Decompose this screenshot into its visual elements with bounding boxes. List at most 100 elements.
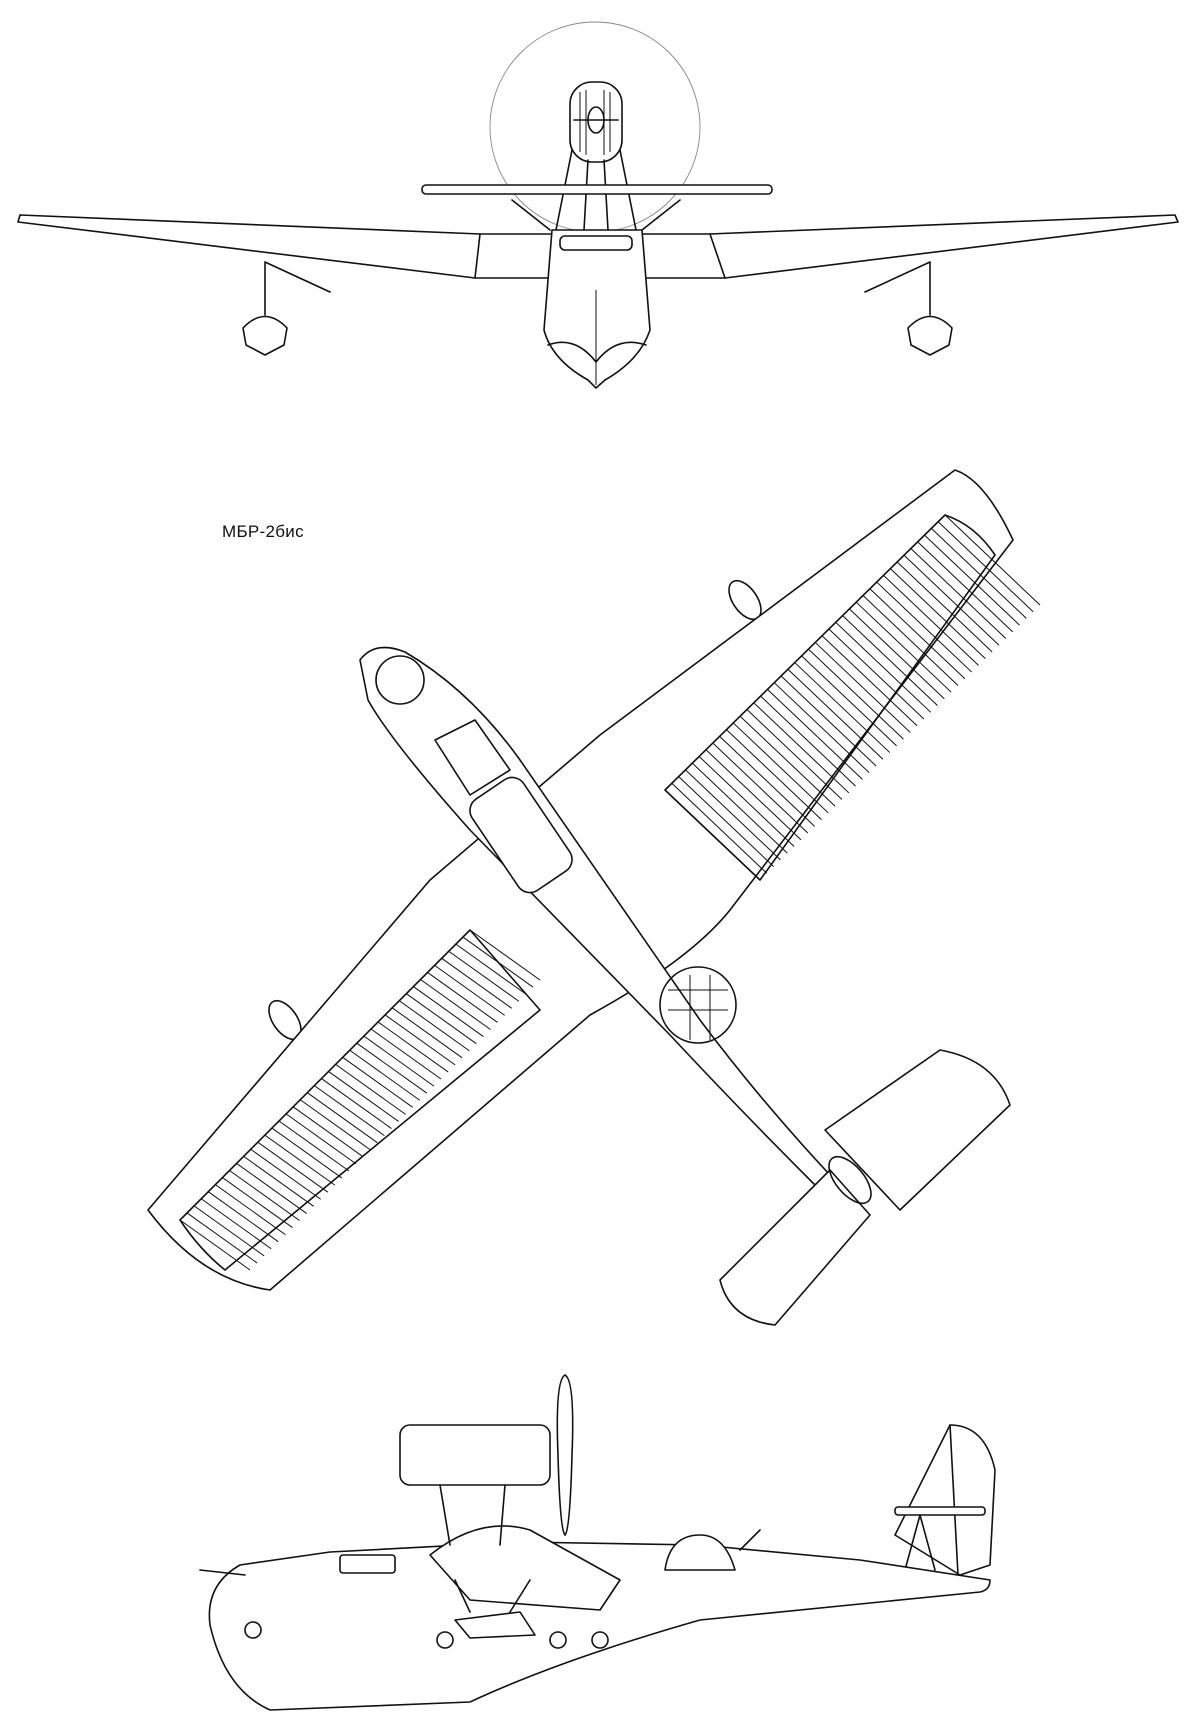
wing-rib-line	[760, 695, 856, 787]
wing-rib-line	[420, 979, 491, 1030]
wing-rib-line	[264, 1134, 336, 1186]
wing-rib-line	[705, 749, 802, 841]
wing-rib-line	[229, 1170, 300, 1221]
wing-rib-line	[434, 964, 505, 1016]
wing-rib-line	[828, 628, 925, 720]
wing-rib-line	[849, 608, 945, 700]
wing-ribs-right	[664, 514, 996, 881]
wing-rib-line	[469, 929, 541, 981]
engine-plan	[469, 776, 573, 894]
wing-rib-line	[448, 950, 520, 1002]
dorsal-turret-plan	[659, 966, 737, 1044]
wing-rib-line	[208, 1191, 279, 1243]
wing-rib-line	[753, 702, 850, 794]
wing-rib-line	[801, 655, 897, 747]
wing-rib-line	[767, 689, 863, 780]
hull	[543, 229, 651, 389]
dorsal-turret-side	[664, 1534, 736, 1571]
wing-rib-line	[215, 1184, 286, 1236]
aircraft-designation-label: МБР-2бис	[222, 522, 304, 541]
wing-rib-line	[462, 936, 534, 988]
front-view	[17, 21, 1179, 389]
wing-rib-line	[869, 588, 966, 680]
wing-rib-line	[250, 1148, 322, 1200]
wing-rib-line	[787, 668, 884, 760]
wing-rib-line	[455, 943, 527, 995]
wing-rib-line	[814, 642, 911, 733]
cockpit-canopy	[434, 719, 511, 796]
wing-rib-line	[222, 1177, 293, 1228]
wing-rib-line	[271, 1127, 343, 1179]
wing-fairing-side	[429, 1525, 621, 1611]
wing-rib-line	[370, 1028, 442, 1080]
wing-rib-line	[186, 1212, 258, 1264]
wing-rib-line	[200, 1198, 272, 1250]
wing-rib-line	[712, 742, 809, 834]
wing-rib-line	[691, 762, 788, 854]
wing-rib-line	[391, 1007, 463, 1059]
right-float	[907, 315, 953, 356]
wing-rib-line	[356, 1042, 428, 1094]
wing-rib-line	[321, 1078, 392, 1129]
side-view	[199, 1374, 996, 1711]
wing-rib-line	[349, 1049, 421, 1101]
wing-rib-line	[930, 528, 1027, 619]
wing-rib-line	[678, 776, 775, 867]
wing-rib-line	[671, 782, 768, 874]
wing-rib-line	[406, 993, 477, 1045]
wing-rib-line	[855, 601, 952, 693]
wing-rib-line	[243, 1155, 314, 1207]
plan-view	[147, 469, 1041, 1326]
float-side	[454, 1611, 536, 1639]
tail-fin-side	[894, 1424, 996, 1576]
wing-rib-line	[746, 709, 843, 800]
wing-rib-line	[924, 534, 1020, 626]
tailplane	[421, 184, 773, 195]
nose-turret-plan	[375, 655, 425, 705]
wing-rib-line	[890, 568, 986, 660]
wing-rib-line	[193, 1205, 265, 1257]
wing-rib-line	[335, 1063, 406, 1115]
wing-rib-line	[398, 1000, 470, 1052]
wing-rib-line	[299, 1099, 371, 1151]
wing-rib-line	[726, 729, 822, 820]
wing-rib-line	[328, 1071, 399, 1122]
wing-rib-line	[441, 957, 512, 1009]
hull-plan	[359, 646, 831, 1186]
wing-rib-line	[257, 1141, 329, 1193]
wing-rib-line	[698, 756, 795, 847]
wing-rib-line	[842, 615, 938, 706]
wing-rib-line	[363, 1035, 435, 1087]
wing-rib-line	[917, 541, 1014, 633]
wing-rib-line	[862, 595, 959, 686]
engine-side	[399, 1424, 551, 1486]
wing-rib-line	[314, 1085, 385, 1137]
wing-rib-line	[342, 1056, 413, 1108]
wing-rib-line	[794, 662, 891, 753]
cockpit-side	[339, 1554, 396, 1574]
wing-rib-line	[910, 548, 1007, 639]
wing-rib-line	[719, 735, 815, 827]
wing-rib-line	[384, 1014, 456, 1066]
wing-rib-line	[377, 1021, 449, 1073]
wing-rib-line	[821, 635, 918, 727]
wing-rib-line	[896, 561, 993, 653]
wing-rib-line	[876, 581, 973, 673]
tail-right-plan	[824, 1049, 1011, 1211]
wing-rib-line	[413, 986, 484, 1037]
wing-rib-line	[732, 722, 829, 814]
wing-rib-line	[292, 1106, 364, 1158]
tail-left-plan	[719, 1169, 871, 1326]
wing-rib-line	[739, 715, 836, 807]
wing-rib-line	[236, 1163, 307, 1214]
wing-rib-line	[179, 1219, 251, 1271]
wing-rib-line	[664, 789, 761, 881]
wing-ribs-left	[179, 929, 541, 1271]
wing-rib-line	[278, 1120, 350, 1172]
wing-rib-line	[835, 621, 932, 713]
wing-rib-line	[808, 648, 904, 740]
wing-rib-line	[773, 682, 870, 774]
wing-rib-line	[937, 521, 1034, 613]
wing-rib-line	[944, 514, 1041, 606]
wing-rib-line	[903, 554, 1000, 646]
